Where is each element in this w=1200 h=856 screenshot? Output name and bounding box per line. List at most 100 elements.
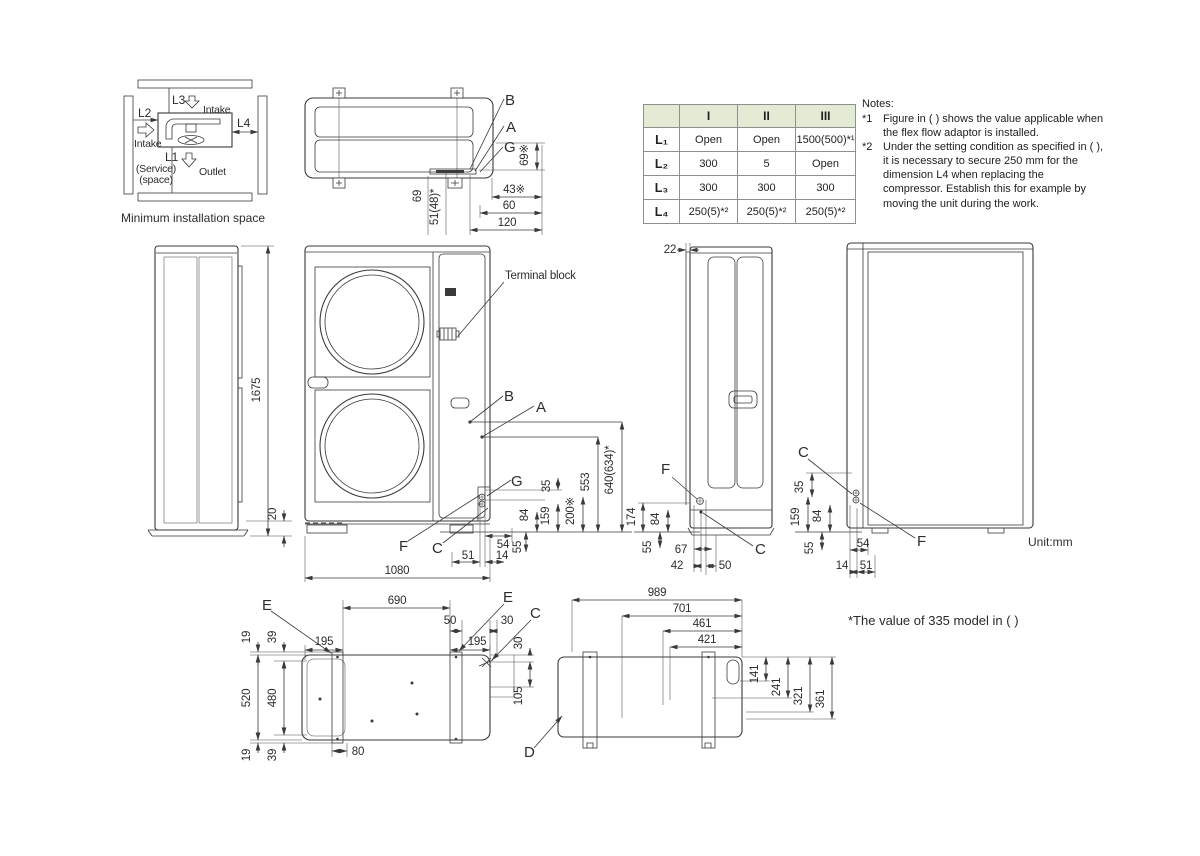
outlet-arrow-icon [181, 152, 197, 168]
ref-label-a: A [536, 399, 546, 416]
dim-361: 361 [815, 690, 827, 709]
ref-label-f: F [399, 538, 408, 555]
service-space-label-1: (Service) [136, 163, 176, 175]
dim-195b: 195 [468, 636, 487, 648]
l4-label: L4 [237, 116, 251, 130]
dim-30a: 30 [501, 615, 513, 627]
ref-label-b: B [505, 92, 515, 109]
ref-label-g: G [504, 139, 516, 156]
intake-top-label: Intake [203, 104, 231, 116]
terminal-block-label: Terminal block [505, 270, 576, 282]
fan-symbol [177, 123, 205, 145]
coil-grid [867, 251, 1024, 526]
l1-label: L1 [165, 150, 179, 164]
cell: 300 [737, 175, 796, 200]
pipe-plate [429, 168, 477, 175]
service-space-label-2: (space) [139, 174, 173, 186]
dim-14: 14 [836, 560, 849, 572]
table-corner-cell [643, 104, 680, 128]
dim-241: 241 [771, 678, 783, 697]
top-view: B A G 69※ 43※ 60 120 69 51(48)* [304, 87, 545, 235]
panel-slot [450, 397, 470, 409]
bottom-view-left: E E C 195 690 195 50 30 30 105 19 39 520… [241, 589, 541, 761]
louver-column-left [163, 256, 198, 524]
dim-84: 84 [650, 512, 662, 525]
cell: 5 [737, 151, 796, 176]
dim-55: 55 [512, 541, 524, 553]
oval-hole [726, 659, 740, 685]
dim-1675: 1675 [251, 378, 263, 403]
dim-174: 174 [626, 507, 638, 526]
service-panel [438, 253, 486, 519]
pipe-connection-marks [852, 489, 860, 504]
cell: 300 [795, 175, 856, 200]
wall-bottom [137, 192, 253, 202]
cell: 300 [679, 151, 738, 176]
base-foot [687, 527, 775, 536]
table-row-l3: L₃ 300 300 300 [643, 175, 856, 200]
dim-80: 80 [352, 746, 364, 758]
dim-69: 69 [412, 190, 424, 202]
dim-60: 60 [503, 200, 515, 212]
rear-view: C F 35 159 84 55 54 14 51 Unit:mm [790, 242, 1073, 578]
front-view: Terminal block B A G F C 640(634)* 553 2… [304, 245, 632, 582]
dim-105: 105 [513, 687, 525, 706]
louver-column-right [198, 256, 233, 524]
dim-989: 989 [648, 587, 667, 599]
dim-55: 55 [804, 542, 816, 554]
dim-50: 50 [719, 560, 731, 572]
ref-label-c: C [432, 540, 443, 557]
cell: 250(5)*² [679, 199, 738, 224]
dim-321: 321 [793, 687, 805, 706]
l2-label: L2 [138, 106, 152, 120]
mounting-rail-left [331, 651, 344, 744]
dim-69s: 69※ [519, 144, 531, 166]
ref-label-f: F [917, 533, 926, 550]
ref-label-f: F [661, 461, 670, 478]
cell: 300 [679, 175, 738, 200]
table-row-l1: L₁ Open Open 1500(500)*¹ [643, 127, 856, 152]
handle [728, 390, 758, 409]
l3-label: L3 [172, 93, 186, 107]
row-label-l4: L₄ [643, 199, 680, 224]
note-item-1: *1 Figure in ( ) shows the value applica… [862, 112, 1104, 140]
dim-30b: 30 [513, 637, 525, 649]
table-row-l4: L₄ 250(5)*² 250(5)*² 250(5)*² [643, 199, 856, 224]
col-header-1: I [679, 104, 738, 128]
dim-640: 640(634)* [604, 445, 616, 494]
min-space-caption: Minimum installation space [121, 211, 265, 225]
handle-slot [307, 376, 329, 389]
left-side-view: 1675 20 [147, 245, 292, 547]
dim-43s: 43※ [503, 184, 525, 196]
dim-520: 520 [241, 689, 253, 708]
dim-19b: 19 [241, 749, 253, 761]
dim-22: 22 [664, 244, 676, 256]
intake-left-label: Intake [134, 138, 162, 150]
mounting-rail-right [449, 651, 463, 744]
base-foot [147, 529, 249, 537]
intake-left-arrow-icon [137, 122, 155, 138]
dim-55: 55 [642, 541, 654, 553]
dim-50: 50 [444, 615, 456, 627]
dim-35: 35 [794, 481, 806, 493]
cell: 250(5)*² [737, 199, 796, 224]
dim-39a: 39 [267, 631, 279, 643]
dim-35: 35 [541, 480, 553, 492]
bottom-view-right: D 989 701 461 421 141 241 321 361 [524, 587, 836, 761]
fan-grille-bottom [314, 389, 431, 503]
wall-left [123, 95, 134, 195]
outlet-label: Outlet [199, 166, 226, 178]
ref-label-e: E [503, 589, 513, 606]
mounting-rail-right [701, 651, 716, 749]
note-text-1: Figure in ( ) shows the value applicable… [883, 113, 1104, 140]
foot-left [306, 524, 348, 534]
dim-141: 141 [749, 665, 761, 684]
row-label-l3: L₃ [643, 175, 680, 200]
note-text-2: Under the setting condition as specified… [883, 141, 1104, 210]
model-footnote: *The value of 335 model in ( ) [848, 613, 1019, 628]
dim-84: 84 [519, 508, 531, 521]
dim-14: 14 [496, 550, 509, 562]
notes-block: Notes: *1 Figure in ( ) shows the value … [862, 97, 1104, 211]
